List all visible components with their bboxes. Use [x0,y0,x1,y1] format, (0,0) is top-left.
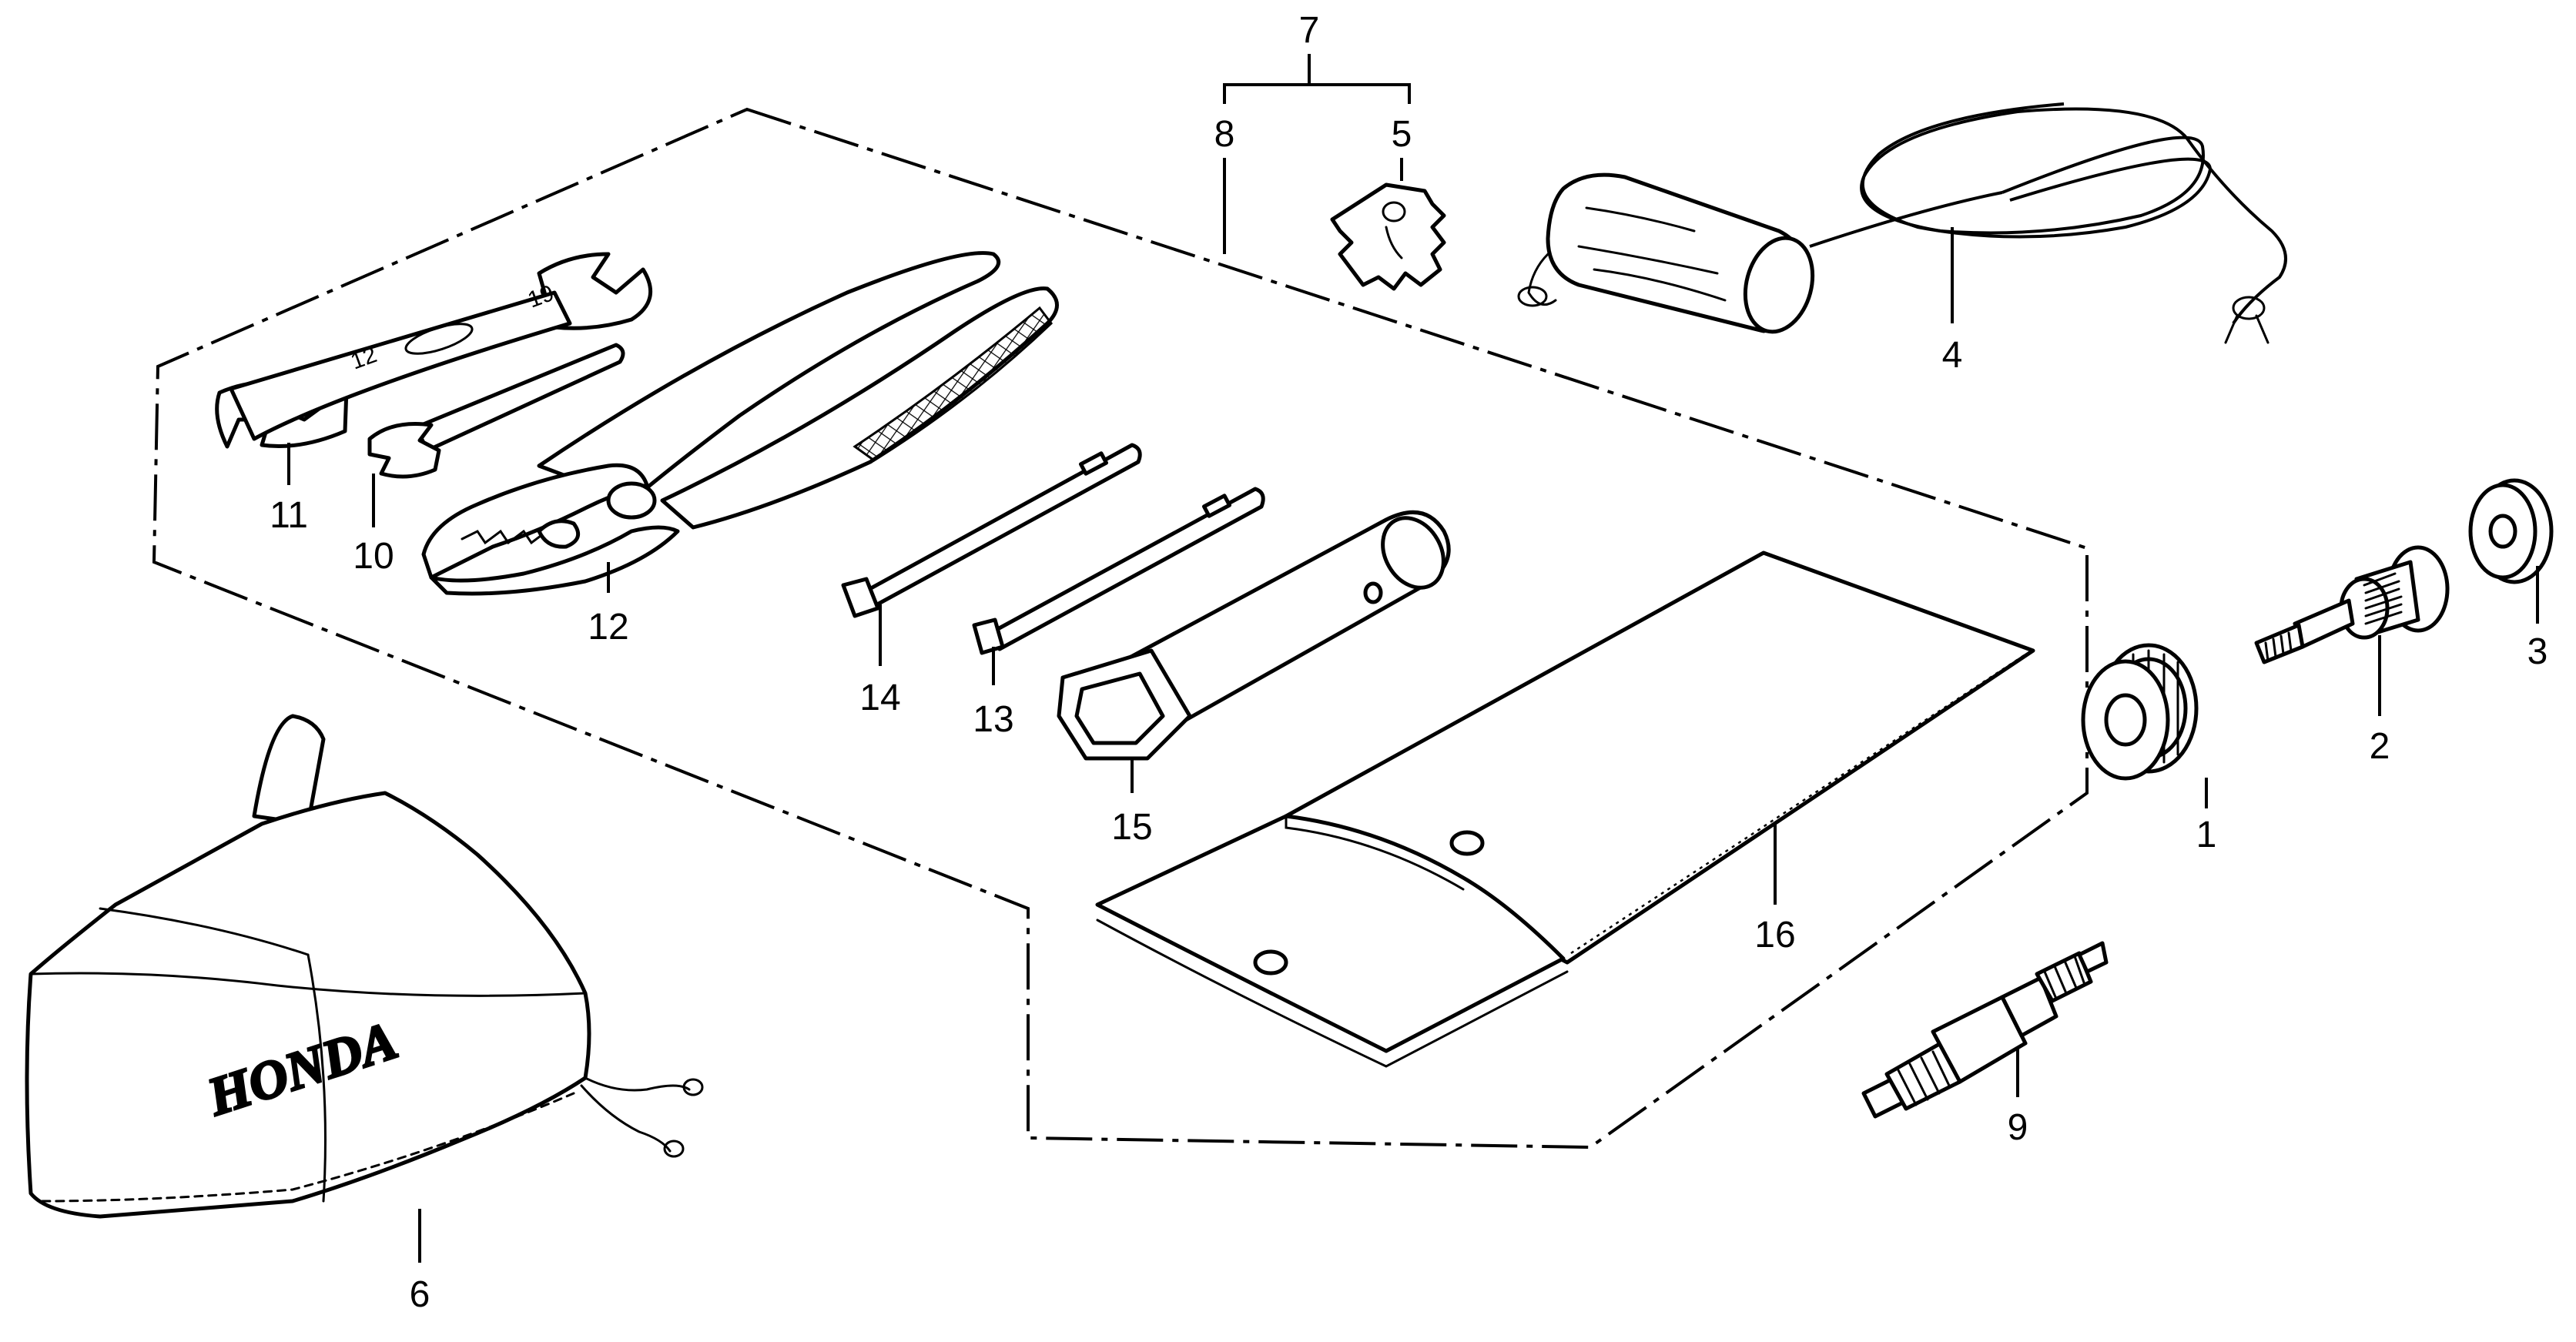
callout-6: 6 [410,1274,430,1315]
callout-13: 13 [973,699,1013,740]
tool-kit-boundary [152,107,2089,1150]
engine-cover-icon: HONDA [25,714,704,1219]
tool-bag-icon [1095,551,2035,1068]
knob-nut-icon [2081,643,2199,781]
callout-10: 10 [353,536,394,577]
callout-labels: 1 2 3 4 5 6 7 8 9 10 11 12 13 14 15 16 [270,10,2548,1315]
callout-5: 5 [1392,114,1412,155]
callout-9: 9 [2008,1107,2028,1148]
spark-plug-wrench-icon [1057,510,1451,761]
pliers-icon [421,251,1059,596]
callout-14: 14 [859,678,900,718]
spark-plug-icon [1861,941,2109,1119]
callout-3: 3 [2527,631,2548,672]
callout-4: 4 [1942,335,1963,376]
callout-7: 7 [1299,10,1320,51]
small-wrench-icon [367,343,625,479]
flat-screwdriver-icon [841,443,1142,618]
double-wrench-icon: 19 12 [215,252,653,449]
callout-2: 2 [2370,726,2390,767]
callout-1: 1 [2196,815,2217,855]
rubber-washer-icon [2468,478,2554,584]
stop-switch-plate-icon [1330,182,1446,291]
callout-8: 8 [1214,114,1235,155]
callout-15: 15 [1111,807,1152,848]
stud-bolt-icon [2254,545,2450,664]
leader-line-7-bracket [1223,83,1411,104]
callout-11: 11 [270,495,308,536]
callout-12: 12 [588,607,628,648]
starter-rope-icon [1517,102,2287,344]
callout-16: 16 [1754,915,1795,955]
phillips-screwdriver-icon [972,487,1265,655]
leader-lines [287,54,2539,1263]
